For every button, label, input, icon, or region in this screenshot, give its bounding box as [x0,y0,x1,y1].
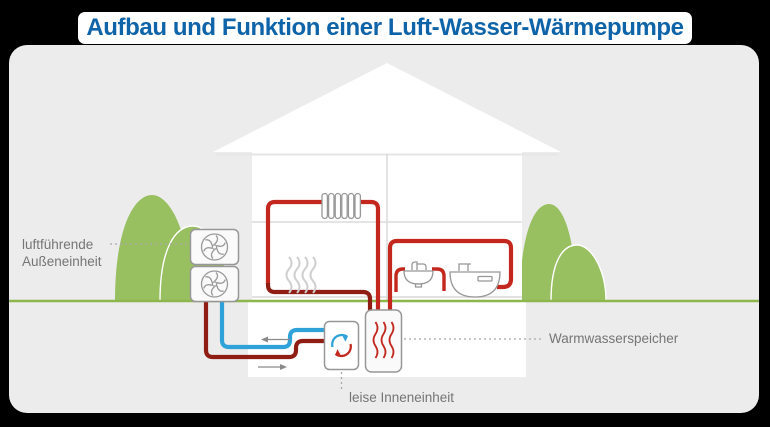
roof [213,63,561,152]
heat-waves-icon [285,256,317,294]
outdoor-unit-label: luftführende Außeneinheit [22,237,102,269]
outdoor-unit [189,228,240,303]
pipe-blue-outdoor [219,300,325,350]
pipe-sink-right [432,267,446,291]
heating-circuit [265,192,381,310]
title-bar: Aufbau und Funktion einer Luft-Wasser-Wä… [78,12,692,44]
arrow-left-icon [261,336,290,343]
pipe-sink-left [394,267,405,292]
bathtub-icon [449,263,501,298]
hot-water-tank [364,309,403,373]
radiator-icon [321,192,362,220]
pipe-radiator-supply [265,199,322,284]
hot-water-circuit [387,238,514,310]
bushes-right [520,204,607,302]
page-title: Aufbau und Funktion einer Luft-Wasser-Wä… [86,14,684,41]
underground-pipes [203,300,325,370]
sink-icon [403,261,434,288]
indoor-unit-label: leise Inneneinheit [348,390,455,405]
pipe-red-outdoor [203,300,325,360]
pipe-radiator-return [265,283,373,310]
heat-cycle-icon [331,333,352,358]
indoor-unit [323,320,360,371]
arrow-right-icon [258,364,287,370]
heat-waves-icon [372,321,395,359]
pipe-radiator-down [361,199,381,310]
pipe-hot-water [387,238,514,310]
water-tank-label: Warmwasserspeicher [549,331,679,346]
